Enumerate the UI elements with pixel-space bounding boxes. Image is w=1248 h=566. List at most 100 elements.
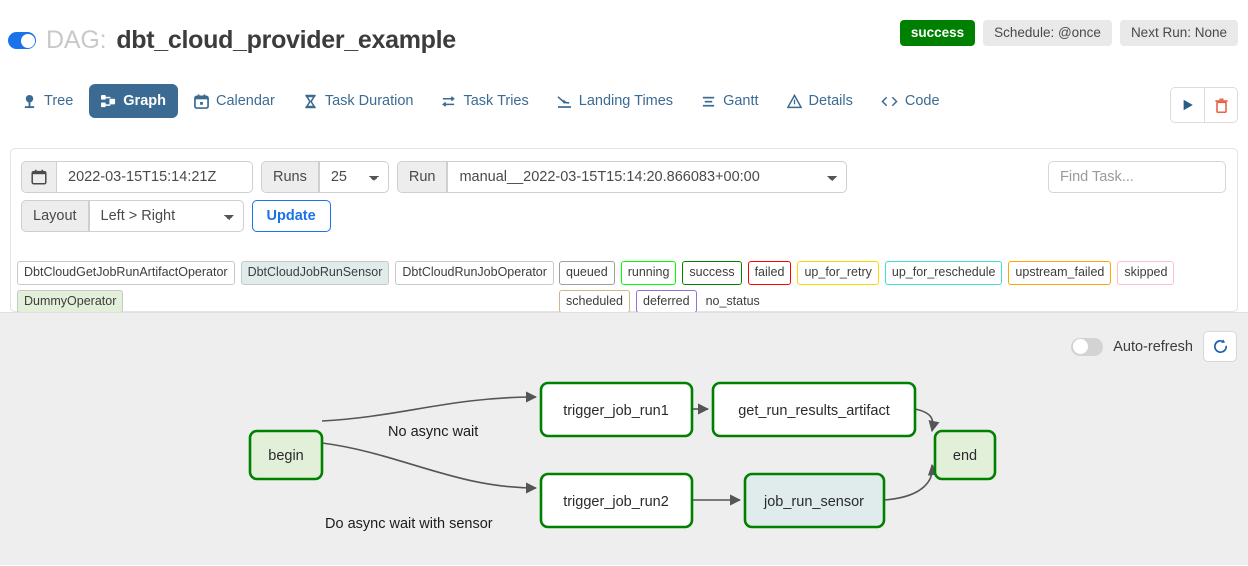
graph-icon: [101, 94, 116, 107]
operator-legend: DbtCloudGetJobRunArtifactOperator DbtClo…: [17, 261, 557, 313]
execution-date-value[interactable]: 2022-03-15T15:14:21Z: [57, 161, 253, 193]
state-legend-no-status: no_status: [705, 293, 760, 308]
gantt-icon: [702, 96, 715, 107]
tab-label: Calendar: [215, 93, 275, 109]
dag-action-buttons: [1170, 87, 1238, 123]
operator-legend-item[interactable]: DummyOperator: [17, 289, 124, 313]
state-legend: queued running success failed up_for_ret…: [559, 261, 1248, 313]
tab-label: Task Duration: [324, 93, 414, 109]
tab-calendar[interactable]: Calendar: [182, 84, 287, 118]
retry-icon: [442, 95, 456, 107]
node-trigger-job-run1[interactable]: trigger_job_run1: [539, 381, 694, 438]
tab-graph[interactable]: Graph: [89, 84, 178, 118]
node-label: begin: [268, 448, 303, 464]
layout-label: Layout: [21, 200, 89, 232]
graph-refresh-bar: Auto-refresh: [1071, 331, 1237, 362]
state-legend-skipped: skipped: [1117, 261, 1175, 285]
dag-graph-svg[interactable]: No async wait Do async wait with sensor …: [0, 313, 1248, 566]
tab-tree[interactable]: Tree: [10, 84, 85, 118]
execution-date-group: 2022-03-15T15:14:21Z: [21, 161, 253, 193]
state-legend-up-for-retry: up_for_retry: [797, 261, 879, 285]
tab-label: Code: [904, 93, 940, 109]
filter-controls: 2022-03-15T15:14:21Z Runs 25 Run manual_…: [21, 161, 848, 232]
node-label: trigger_job_run2: [563, 494, 669, 510]
landing-icon: [557, 95, 571, 108]
layout-select[interactable]: Left > Right: [88, 200, 244, 232]
tab-task-tries[interactable]: Task Tries: [429, 84, 540, 118]
node-label: trigger_job_run1: [563, 403, 669, 419]
date-picker-button[interactable]: [21, 161, 57, 193]
dag-tabbar: Tree Graph Calendar: [0, 84, 1248, 130]
header-badges: success Schedule: @once Next Run: None: [899, 20, 1238, 46]
dag-graph-canvas[interactable]: Auto-refresh No async wait Do async w: [0, 312, 1248, 565]
tab-code[interactable]: Code: [869, 84, 952, 118]
play-icon: [1183, 99, 1193, 111]
node-trigger-job-run2[interactable]: trigger_job_run2: [539, 472, 694, 529]
status-badge: success: [899, 20, 976, 46]
edge-label-no-async-wait: No async wait: [388, 424, 478, 440]
page-header: DAG: dbt_cloud_provider_example success …: [0, 0, 1248, 72]
run-select[interactable]: manual__2022-03-15T15:14:20.866083+00:00: [447, 161, 848, 193]
state-legend-success: success: [682, 261, 742, 285]
delete-dag-button[interactable]: [1204, 88, 1237, 122]
code-icon: [881, 96, 898, 106]
filter-row-2: Layout Left > Right Update: [21, 200, 847, 232]
tab-label: Gantt: [723, 93, 759, 109]
runs-group: Runs 25: [261, 161, 389, 193]
state-legend-upstream-failed: upstream_failed: [1008, 261, 1112, 285]
calendar-icon: [194, 93, 209, 109]
tab-list: Tree Graph Calendar: [10, 84, 952, 118]
trigger-dag-button[interactable]: [1171, 88, 1204, 122]
edge-label-do-async-wait: Do async wait with sensor: [325, 516, 493, 532]
auto-refresh-toggle[interactable]: [1071, 337, 1104, 356]
auto-refresh-label: Auto-refresh: [1113, 338, 1193, 355]
state-legend-failed: failed: [747, 261, 792, 285]
tab-label: Graph: [123, 93, 166, 109]
dag-title: DAG: dbt_cloud_provider_example: [8, 26, 456, 55]
run-group: Run manual__2022-03-15T15:14:20.866083+0…: [396, 161, 848, 193]
trash-icon: [1214, 98, 1228, 113]
operator-legend-item[interactable]: DbtCloudGetJobRunArtifactOperator: [17, 261, 235, 285]
graph-edges: [321, 391, 940, 506]
filter-row-1: 2022-03-15T15:14:21Z Runs 25 Run manual_…: [21, 161, 848, 193]
node-job-run-sensor[interactable]: job_run_sensor: [743, 472, 886, 529]
runs-select[interactable]: 25: [318, 161, 389, 193]
update-button[interactable]: Update: [251, 200, 331, 232]
run-label: Run: [396, 161, 448, 193]
tab-details[interactable]: Details: [775, 84, 865, 118]
edge-artifact-end: [914, 408, 940, 433]
tree-icon: [24, 94, 35, 108]
state-legend-queued: queued: [559, 261, 615, 285]
node-get-run-results-artifact[interactable]: get_run_results_artifact: [711, 381, 917, 438]
schedule-badge[interactable]: Schedule: @once: [983, 20, 1112, 46]
refresh-button[interactable]: [1203, 331, 1237, 362]
calendar-icon: [31, 169, 47, 185]
node-label: job_run_sensor: [763, 494, 864, 510]
toggle-on-icon[interactable]: [8, 32, 36, 49]
tab-label: Details: [808, 93, 853, 109]
tab-landing-times[interactable]: Landing Times: [545, 84, 685, 118]
operator-legend-item[interactable]: DbtCloudJobRunSensor: [240, 261, 390, 285]
state-legend-up-for-reschedule: up_for_reschedule: [884, 261, 1003, 285]
graph-edge-labels: No async wait Do async wait with sensor: [325, 424, 493, 532]
operator-legend-item[interactable]: DbtCloudRunJobOperator: [395, 261, 554, 285]
graph-controls-card: 2022-03-15T15:14:21Z Runs 25 Run manual_…: [10, 148, 1238, 313]
edge-begin-trigger1: [321, 391, 538, 422]
tab-gantt[interactable]: Gantt: [689, 84, 770, 118]
hourglass-icon: [305, 94, 316, 108]
find-task-input[interactable]: [1048, 161, 1226, 193]
runs-label: Runs: [261, 161, 319, 193]
layout-group: Layout Left > Right: [21, 200, 244, 232]
node-label: end: [953, 448, 977, 464]
node-begin[interactable]: begin: [248, 429, 324, 481]
node-end[interactable]: end: [933, 429, 997, 481]
graph-nodes: begin trigger_job_run1 get_run_results_a…: [248, 381, 997, 529]
state-legend-running: running: [620, 261, 677, 285]
tab-task-duration[interactable]: Task Duration: [291, 84, 426, 118]
triangle-info-icon: [786, 93, 802, 108]
edge-sensor-end: [883, 463, 939, 501]
state-legend-deferred: deferred: [636, 289, 697, 313]
node-label: get_run_results_artifact: [738, 403, 890, 419]
edge-begin-trigger2: [321, 442, 538, 494]
next-run-badge: Next Run: None: [1119, 20, 1238, 46]
